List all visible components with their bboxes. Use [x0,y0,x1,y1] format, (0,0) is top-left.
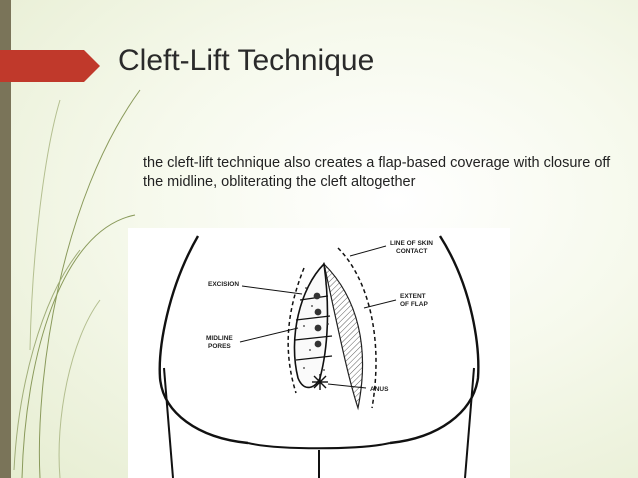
label-extent-line2: OF FLAP [400,301,428,308]
midline-pores [313,292,322,348]
label-midline-line2: PORES [208,343,231,350]
left-side-bar [0,0,11,478]
body-outline-bottom [247,442,391,450]
leader-anus [327,383,367,389]
leg-line-left [163,367,174,478]
slide-title: Cleft-Lift Technique [118,44,375,77]
slide-body-text: the cleft-lift technique also creates a … [143,155,611,190]
skin-contact-dashed-line [337,247,377,409]
suture-arrows [294,295,333,361]
flap-hatched-area [322,262,364,411]
excision-dots [303,283,329,371]
label-skin-contact-line1: LINE OF SKIN [390,240,433,247]
label-anus: ANUS [370,386,389,393]
label-extent-line1: EXTENT [400,293,426,300]
body-outline-left [158,235,249,445]
leader-excision [241,285,303,295]
leader-midline [239,327,299,343]
label-excision: EXCISION [208,281,239,288]
title-arrow-icon [0,50,100,82]
diagram-drawing: LINE OF SKIN CONTACT EXCISION EXTENT OF … [158,235,480,478]
decorative-curved-lines [13,89,141,478]
label-midline-line1: MIDLINE [206,335,233,342]
cleft-lift-diagram: LINE OF SKIN CONTACT EXCISION EXTENT OF … [128,228,510,478]
leg-line-right [464,367,475,478]
leader-extent [363,299,397,309]
anus-star-icon [312,374,328,390]
leader-skin-contact [349,245,387,257]
cleft-dashed-line [287,267,305,394]
label-skin-contact-line2: CONTACT [396,248,427,255]
body-outline-right [389,235,480,445]
